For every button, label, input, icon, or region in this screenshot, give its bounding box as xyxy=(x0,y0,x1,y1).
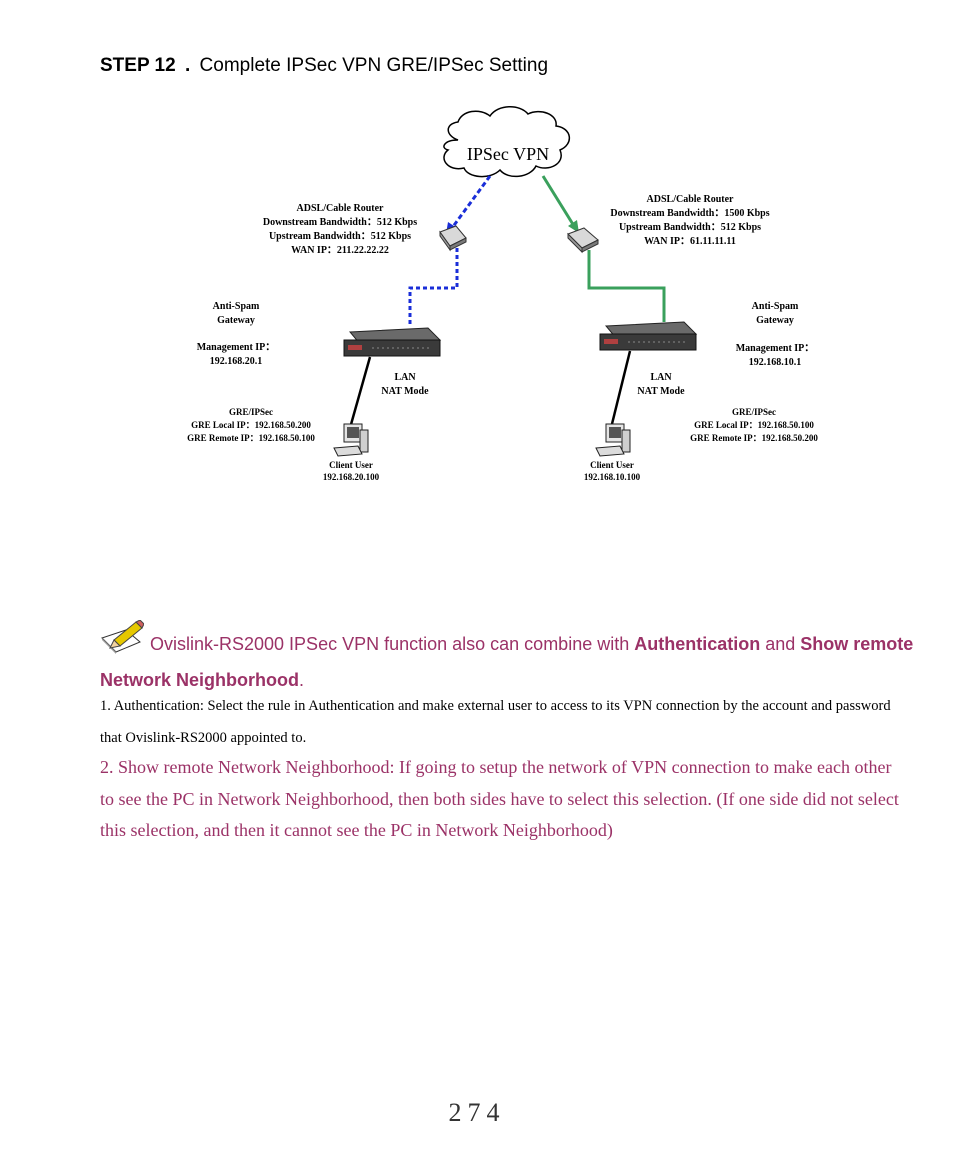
left-vpn-link xyxy=(410,176,490,326)
authentication-paragraph: 1. Authentication: Select the rule in Au… xyxy=(100,690,900,754)
diagram-label: NAT Mode xyxy=(637,386,685,397)
note-text-3: . xyxy=(299,670,304,690)
left-lan-label: LAN NAT Mode xyxy=(381,372,429,397)
show-remote-paragraph: 2. Show remote Network Neighborhood: If … xyxy=(100,752,900,847)
right-lan-label: LAN NAT Mode xyxy=(637,372,685,397)
diagram-label: GRE Remote IP：192.168.50.100 xyxy=(187,433,315,443)
diagram-label: NAT Mode xyxy=(381,386,429,397)
left-client-label: Client User 192.168.20.100 xyxy=(323,460,380,482)
left-client-pc-icon xyxy=(334,424,368,456)
diagram-label: WAN IP：61.11.11.11 xyxy=(644,236,736,247)
note-text-2: and xyxy=(760,634,800,654)
right-gre-label: GRE/IPSec GRE Local IP：192.168.50.100 GR… xyxy=(690,407,818,443)
right-gateway-icon xyxy=(600,322,696,350)
left-router-icon xyxy=(440,226,466,250)
diagram-label: WAN IP：211.22.22.22 xyxy=(291,245,389,256)
left-gre-label: GRE/IPSec GRE Local IP：192.168.50.200 GR… xyxy=(187,407,315,443)
right-router-icon xyxy=(568,228,598,252)
left-router-label: ADSL/Cable Router Downstream Bandwidth：5… xyxy=(263,203,417,256)
left-management-label: Management IP： 192.168.20.1 xyxy=(197,342,276,367)
right-client-label: Client User 192.168.10.100 xyxy=(584,460,641,482)
diagram-label: 192.168.10.1 xyxy=(749,357,802,368)
right-client-pc-icon xyxy=(596,424,630,456)
diagram-label: Upstream Bandwidth：512 Kbps xyxy=(619,222,761,233)
right-management-label: Management IP： 192.168.10.1 xyxy=(736,343,815,368)
page-number: 274 xyxy=(0,1098,954,1128)
diagram-label: LAN xyxy=(394,372,416,383)
diagram-label: GRE/IPSec xyxy=(229,407,273,417)
right-router-label: ADSL/Cable Router Downstream Bandwidth：1… xyxy=(610,194,769,247)
diagram-label: Management IP： xyxy=(197,342,276,353)
right-lan-line xyxy=(611,351,630,428)
note-paragraph: Ovislink-RS2000 IPSec VPN function also … xyxy=(100,620,920,698)
diagram-label: GRE Remote IP：192.168.50.200 xyxy=(690,433,818,443)
diagram-label: Client User xyxy=(590,460,634,470)
note-bold-authentication: Authentication xyxy=(634,634,760,654)
left-lan-line xyxy=(350,357,370,428)
diagram-label: Anti-Spam xyxy=(752,301,799,312)
diagram-label: Anti-Spam xyxy=(213,301,260,312)
diagram-label: Downstream Bandwidth：1500 Kbps xyxy=(610,208,769,219)
left-gateway-icon xyxy=(344,328,440,356)
diagram-label: Client User xyxy=(329,460,373,470)
diagram-label: 192.168.20.1 xyxy=(210,356,263,367)
diagram-label: ADSL/Cable Router xyxy=(297,203,385,214)
diagram-label: Gateway xyxy=(217,315,255,326)
diagram-label: Gateway xyxy=(756,315,794,326)
left-gateway-label: Anti-Spam Gateway xyxy=(213,301,260,326)
diagram-label: Upstream Bandwidth：512 Kbps xyxy=(269,231,411,242)
right-gateway-label: Anti-Spam Gateway xyxy=(752,301,799,326)
pencil-note-icon xyxy=(100,620,144,656)
diagram-label: LAN xyxy=(650,372,672,383)
diagram-label: GRE/IPSec xyxy=(732,407,776,417)
diagram-label: GRE Local IP：192.168.50.200 xyxy=(191,420,311,430)
diagram-label: 192.168.10.100 xyxy=(584,472,641,482)
diagram-label: ADSL/Cable Router xyxy=(647,194,735,205)
diagram-label: 192.168.20.100 xyxy=(323,472,380,482)
ipsec-vpn-cloud: IPSec VPN xyxy=(444,107,569,177)
note-text-1: Ovislink-RS2000 IPSec VPN function also … xyxy=(150,634,634,654)
cloud-label: IPSec VPN xyxy=(467,144,549,164)
diagram-label: GRE Local IP：192.168.50.100 xyxy=(694,420,814,430)
diagram-label: Management IP： xyxy=(736,343,815,354)
diagram-label: Downstream Bandwidth：512 Kbps xyxy=(263,217,417,228)
vpn-network-diagram: IPSec VPN xyxy=(0,0,954,520)
